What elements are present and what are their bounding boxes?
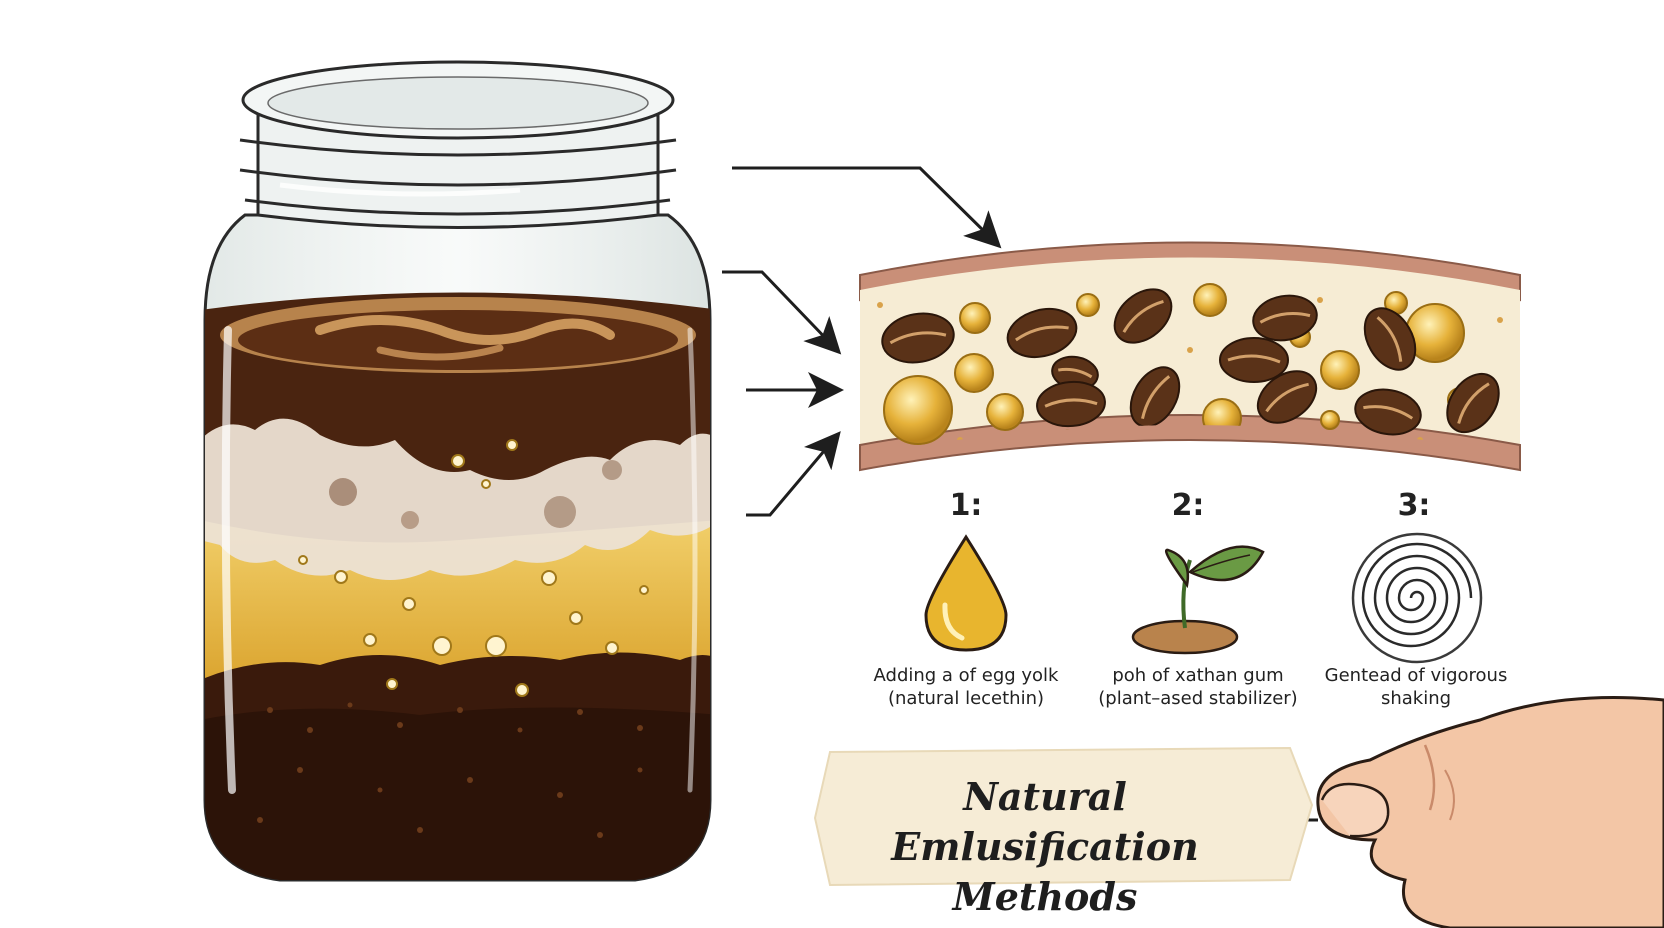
method-2-caption: poh of xathan gum (plant–ased stabilizer… (1068, 664, 1328, 710)
banner-title: Natural Emlusification Methods (810, 772, 1280, 922)
emulsion-cross-section (859, 241, 1521, 472)
method-3-caption: Gentead of vigorous shaking (1286, 664, 1546, 710)
method-3-caption-line1: Gentead of vigorous (1324, 665, 1508, 686)
method-1-caption-line2: (natural lecethin) (887, 688, 1045, 709)
arrow-2 (722, 270, 842, 355)
hand-illustration (1316, 696, 1664, 928)
method-1-number: 1: (949, 488, 983, 523)
method-3-caption-line2: shaking (1380, 688, 1452, 709)
method-2-number: 2: (1171, 488, 1205, 523)
mason-jar (203, 60, 712, 882)
method-2-caption-line2: (plant–ased stabilizer) (1098, 688, 1298, 709)
arrow-4 (746, 431, 841, 517)
method-2-caption-line1: poh of xathan gum (1112, 665, 1284, 686)
banner-title-line2: Methods (952, 874, 1138, 919)
method-1-caption-line1: Adding a of egg yolk (873, 665, 1059, 686)
arrow-1 (732, 166, 1002, 249)
spiral-icon (1351, 532, 1483, 664)
foam-layer (205, 418, 710, 580)
sprout-icon (1131, 545, 1265, 655)
method-1-caption: Adding a of egg yolk (natural lecethin) (836, 664, 1096, 710)
jar-neck (256, 113, 660, 229)
banner-title-line1: Natural Emlusification (891, 774, 1199, 869)
method-3-number: 3: (1397, 488, 1431, 523)
oil-droplet-icon (924, 534, 1008, 652)
suspended-droplets (298, 439, 649, 697)
coffee-beans (881, 288, 1500, 436)
title-banner (813, 746, 1314, 887)
